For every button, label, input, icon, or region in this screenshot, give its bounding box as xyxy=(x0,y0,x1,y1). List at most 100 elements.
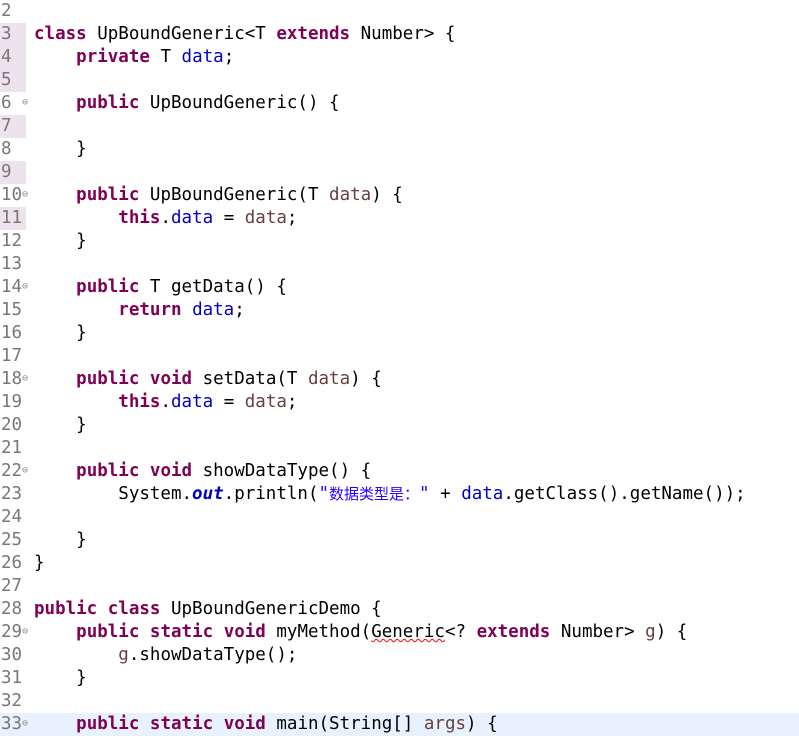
code-token: void xyxy=(223,622,266,642)
code-token xyxy=(34,208,118,228)
code-line[interactable]: 25 } xyxy=(0,529,799,552)
code-line[interactable]: 33⊖ public static void main(String[] arg… xyxy=(0,713,799,736)
code-token: . xyxy=(160,208,171,228)
code-token: setData(T xyxy=(192,369,308,389)
code-line[interactable]: 20 } xyxy=(0,414,799,437)
code-line[interactable]: 11 this.data = data; xyxy=(0,207,799,230)
code-text: } xyxy=(34,138,87,161)
code-token: UpBoundGenericDemo { xyxy=(160,599,382,619)
line-number: 6 xyxy=(1,93,12,113)
code-line[interactable]: 15 return data; xyxy=(0,299,799,322)
collapse-circle-icon[interactable]: ⊖ xyxy=(22,281,29,292)
code-line[interactable]: 19 this.data = data; xyxy=(0,391,799,414)
code-line[interactable]: 5 xyxy=(0,69,799,92)
code-text: this.data = data; xyxy=(34,207,297,230)
code-line[interactable]: 2 xyxy=(0,0,799,23)
code-token: ; xyxy=(286,208,298,228)
code-line[interactable]: 13 xyxy=(0,253,799,276)
code-token: UpBoundGeneric() { xyxy=(139,93,340,113)
code-line[interactable]: 24 xyxy=(0,506,799,529)
line-number: 20 xyxy=(1,415,23,435)
code-token: Generic xyxy=(371,622,445,642)
code-token: this xyxy=(118,208,161,228)
collapse-circle-icon[interactable]: ⊖ xyxy=(22,97,29,108)
code-line[interactable]: 29⊖ public static void myMethod(Generic<… xyxy=(0,621,799,644)
collapse-circle-icon[interactable]: ⊖ xyxy=(22,718,29,729)
code-token: public xyxy=(76,622,140,642)
collapse-circle-icon[interactable]: ⊖ xyxy=(22,373,29,384)
code-token: data xyxy=(192,300,235,320)
code-line[interactable]: 12 } xyxy=(0,230,799,253)
code-token xyxy=(139,714,150,734)
line-number: 11 xyxy=(0,207,26,230)
collapse-circle-icon[interactable]: ⊖ xyxy=(22,465,29,476)
code-line[interactable]: 10⊖ public UpBoundGeneric(T data) { xyxy=(0,184,799,207)
code-token: ) { xyxy=(371,185,403,205)
code-line[interactable]: 23 System.out.println("数据类型是：" + data.ge… xyxy=(0,483,799,506)
code-token xyxy=(213,622,224,642)
code-token: void xyxy=(149,461,193,481)
code-line[interactable]: 30 g.showDataType(); xyxy=(0,644,799,667)
code-token xyxy=(34,93,76,113)
line-number: 26 xyxy=(1,553,23,573)
code-token: ; xyxy=(234,300,245,320)
collapse-circle-icon[interactable]: ⊖ xyxy=(22,189,29,200)
code-line[interactable]: 22⊖ public void showDataType() { xyxy=(0,460,799,483)
line-number: 22 xyxy=(1,461,23,481)
code-line[interactable]: 6⊖ public UpBoundGeneric() { xyxy=(0,92,799,115)
code-token: extends xyxy=(276,24,351,44)
code-token: void xyxy=(149,369,193,389)
code-token: UpBoundGeneric<T xyxy=(86,24,277,44)
line-number: 14 xyxy=(1,277,23,297)
line-number: 7 xyxy=(0,115,26,138)
code-token: public xyxy=(76,461,140,481)
code-token: } xyxy=(34,530,87,550)
code-text: public void showDataType() { xyxy=(34,460,371,483)
code-token: this xyxy=(118,392,161,412)
code-token: myMethod( xyxy=(265,622,372,642)
code-line[interactable]: 18⊖ public void setData(T data) { xyxy=(0,368,799,391)
line-number: 8 xyxy=(1,139,12,159)
collapse-circle-icon[interactable]: ⊖ xyxy=(22,626,29,637)
code-line[interactable]: 8 } xyxy=(0,138,799,161)
code-line[interactable]: 9 xyxy=(0,161,799,184)
code-line[interactable]: 32 xyxy=(0,690,799,713)
line-number: 18 xyxy=(1,369,23,389)
code-text: class UpBoundGeneric<T extends Number> { xyxy=(34,23,455,46)
code-token: g xyxy=(645,622,656,642)
line-number: 10 xyxy=(1,185,23,205)
code-token: } xyxy=(34,231,87,251)
code-line[interactable]: 4 private T data; xyxy=(0,46,799,69)
code-line[interactable]: 14⊖ public T getData() { xyxy=(0,276,799,299)
code-line[interactable]: 31 } xyxy=(0,667,799,690)
code-token: } xyxy=(34,139,87,159)
line-number: 31 xyxy=(1,668,23,688)
code-line[interactable]: 17 xyxy=(0,345,799,368)
code-token: data xyxy=(244,392,287,412)
code-token: class xyxy=(34,24,87,44)
code-token xyxy=(34,714,76,734)
code-line[interactable]: 27 xyxy=(0,575,799,598)
code-token: ; xyxy=(223,47,235,67)
line-number: 17 xyxy=(1,346,23,366)
code-token: . xyxy=(160,392,171,412)
code-token: Number> xyxy=(550,622,646,642)
code-line[interactable]: 21 xyxy=(0,437,799,460)
code-line[interactable]: 7 xyxy=(0,115,799,138)
code-text: g.showDataType(); xyxy=(34,644,297,667)
code-token: } xyxy=(34,323,87,343)
code-line[interactable]: 26} xyxy=(0,552,799,575)
code-line[interactable]: 16 } xyxy=(0,322,799,345)
code-token xyxy=(139,461,150,481)
line-number: 21 xyxy=(1,438,23,458)
code-token xyxy=(97,599,108,619)
code-text: } xyxy=(34,667,87,690)
code-token: data xyxy=(329,185,372,205)
code-token: } xyxy=(34,415,87,435)
code-text: } xyxy=(34,529,87,552)
code-text: this.data = data; xyxy=(34,391,297,414)
code-token: ; xyxy=(286,392,298,412)
